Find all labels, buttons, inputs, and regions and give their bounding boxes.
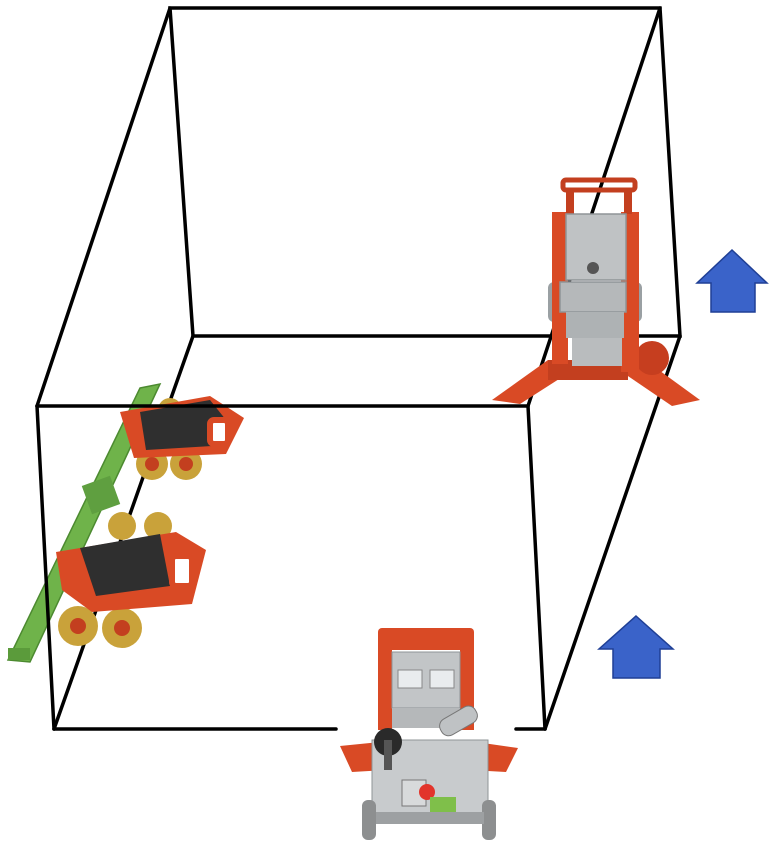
box-front-left: [37, 406, 54, 729]
box-front-right: [528, 406, 545, 729]
up-arrow-icon: [599, 616, 673, 678]
up-arrow-icon: [697, 250, 767, 312]
box-edge-top-left: [37, 8, 170, 406]
